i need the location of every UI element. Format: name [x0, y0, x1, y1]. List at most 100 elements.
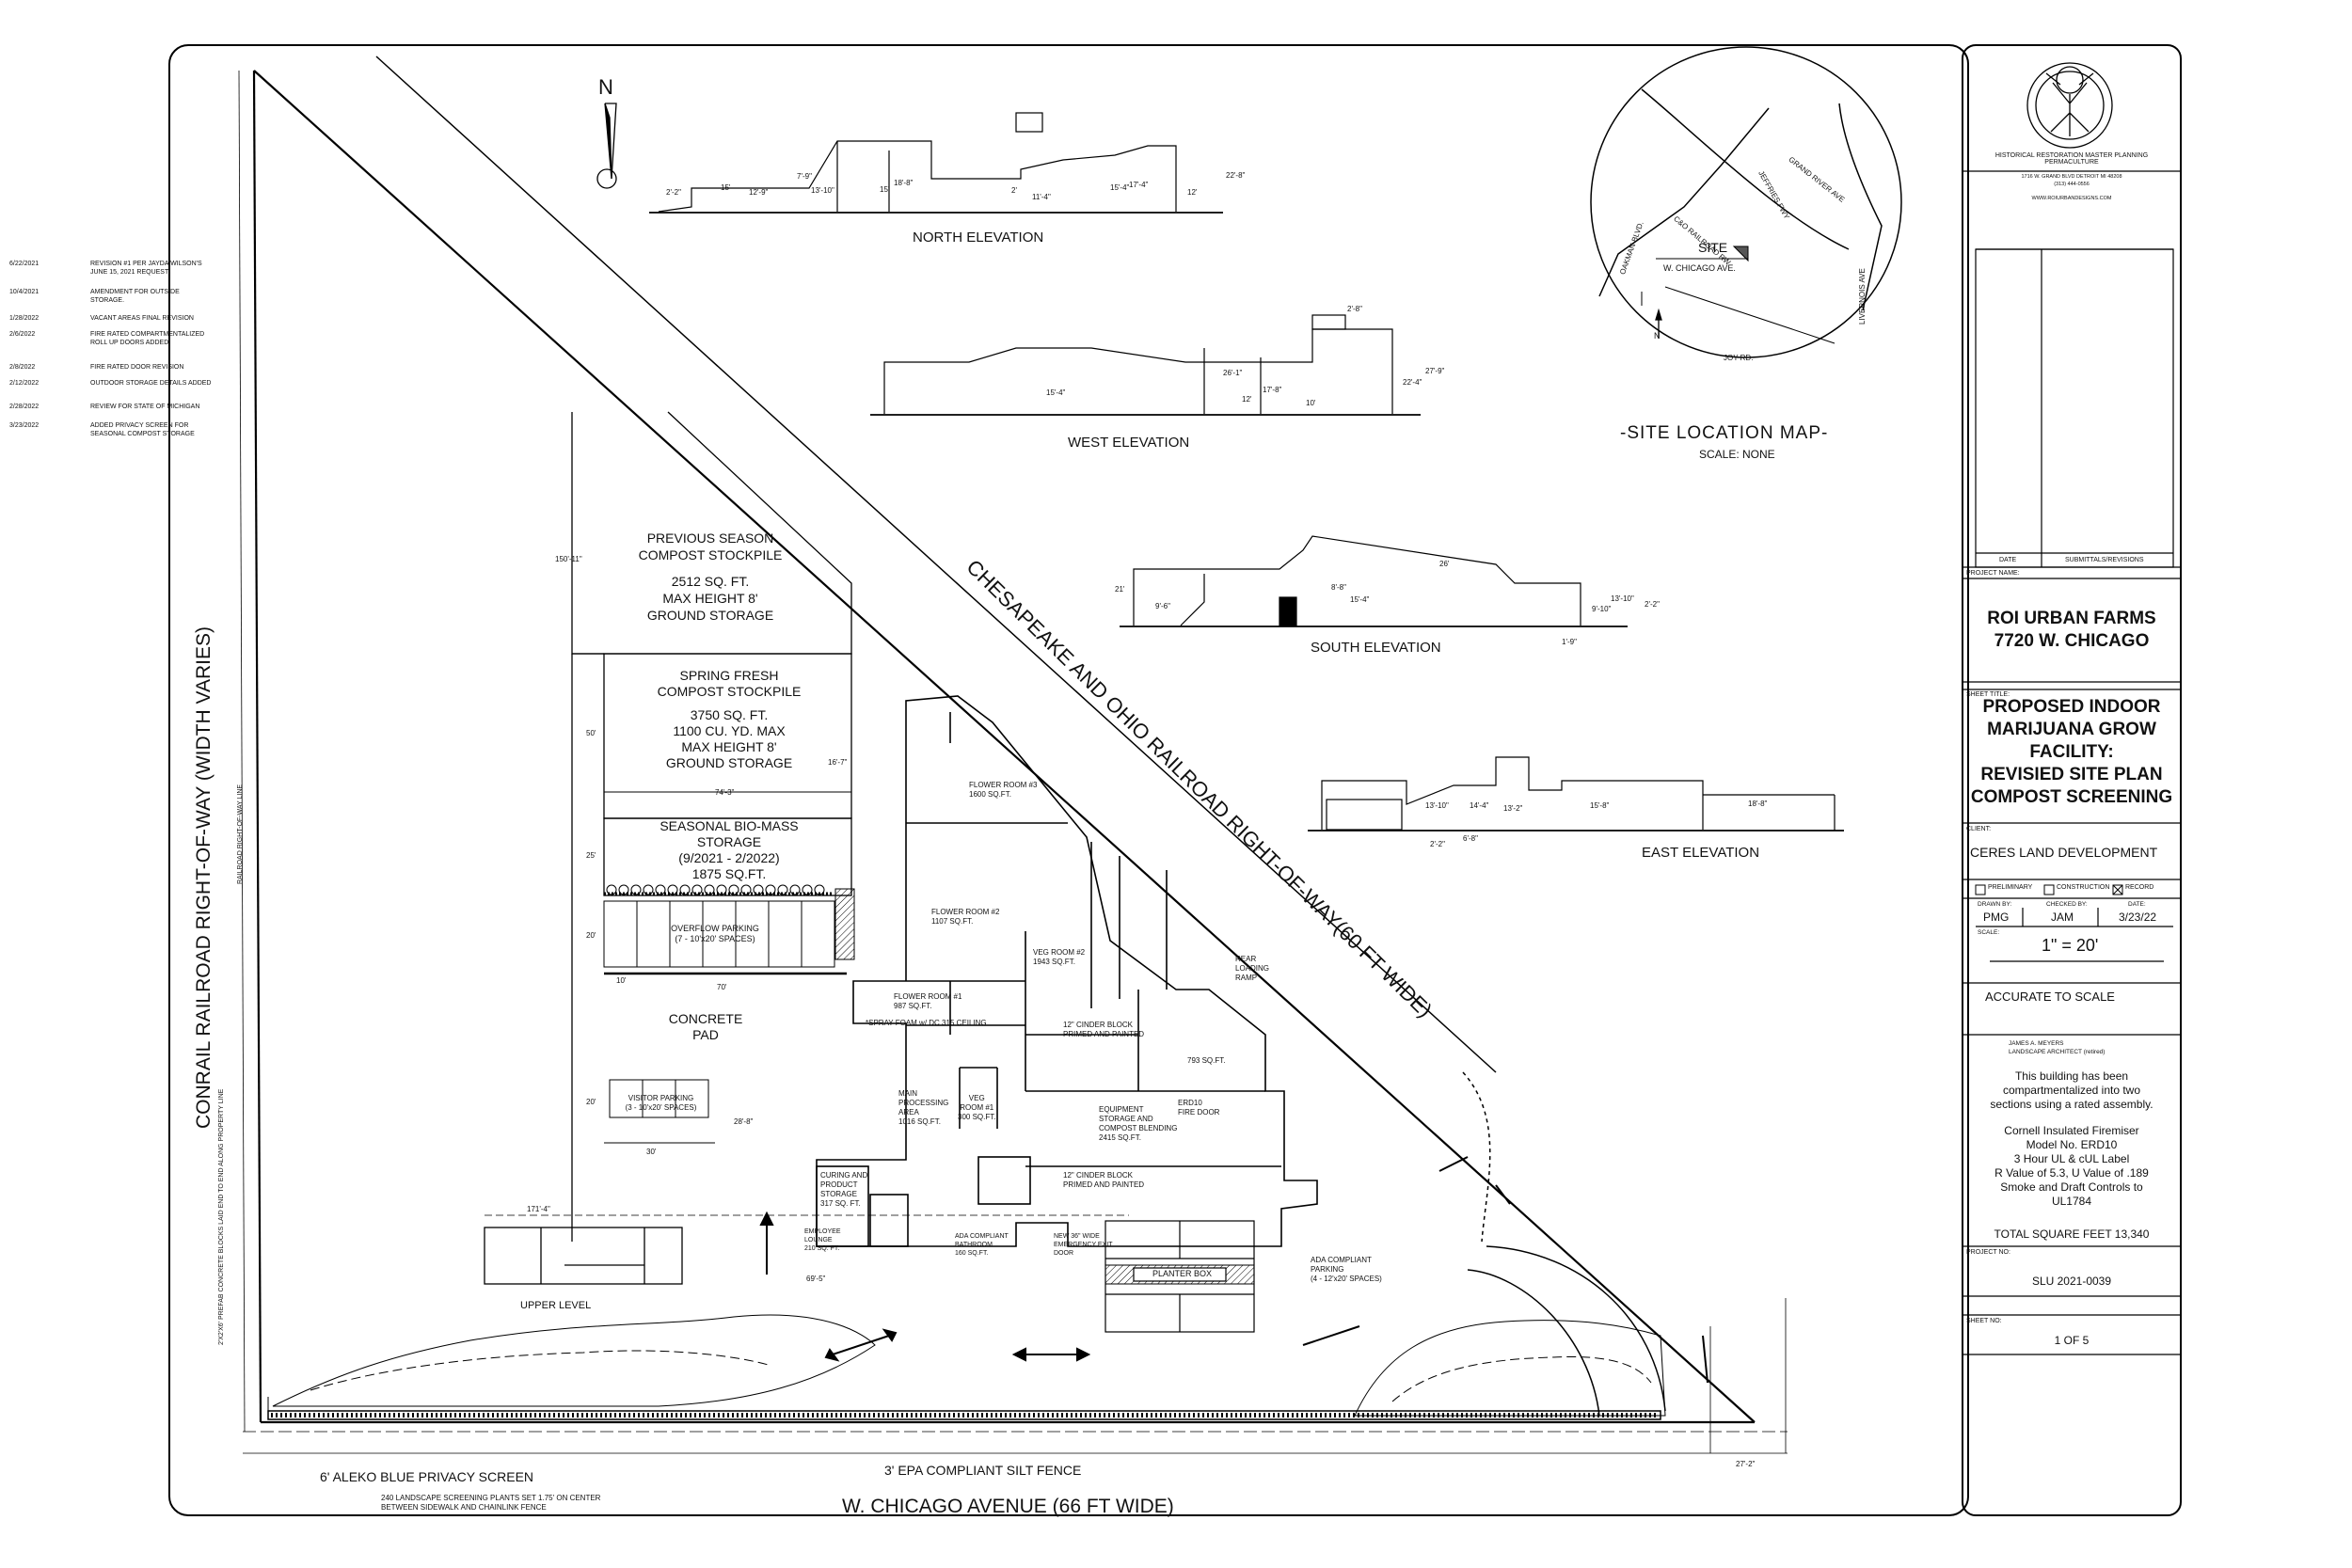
site-map-grand: GRAND RIVER AVE	[1787, 155, 1847, 204]
dim-150: 150'-11"	[555, 555, 582, 563]
record-checkboxes	[1975, 884, 2123, 895]
dim-16: 16'-7"	[828, 758, 848, 767]
firm-phone: (313) 444-0556	[2054, 182, 2090, 187]
revision-date: 2/28/2022	[9, 404, 40, 410]
map-north-arrow-icon	[1655, 308, 1662, 339]
north-elev-dim: 17'-4"	[1129, 181, 1149, 189]
date-label: DATE:	[2128, 901, 2146, 908]
sheet-title-label: SHEET TITLE:	[1966, 691, 2010, 698]
project-no: SLU 2021-0039	[2031, 1275, 2112, 1288]
visitor-parking	[604, 1079, 715, 1144]
revision-date: 1/28/2022	[9, 315, 40, 322]
east-elev-dim: 18'-8"	[1748, 800, 1768, 808]
south-elevation-title: SOUTH ELEVATION	[1311, 640, 1441, 656]
revision-date: 2/12/2022	[9, 380, 40, 387]
dim-27: 27'-2"	[1736, 1460, 1756, 1468]
title-block-rules	[1963, 170, 2181, 1355]
revision-date: 10/4/2021	[9, 289, 40, 295]
north-elev-dim: 2'	[1011, 186, 1017, 195]
sheet-no: 1 OF 5	[2054, 1334, 2090, 1347]
south-elev-dim: 21'	[1115, 585, 1125, 594]
south-elev-dim: 2'-2"	[1645, 600, 1660, 609]
flow-arrows	[759, 1156, 1708, 1384]
dim-70: 70'	[717, 983, 727, 991]
project-no-label: PROJECT NO:	[1966, 1249, 2010, 1256]
ada-parking	[1104, 1220, 1255, 1333]
driveway	[1462, 1071, 1666, 1417]
screening-plants-label-1: 240 LANDSCAPE SCREENING PLANTS SET 1.75'…	[381, 1494, 601, 1502]
revision-date: 2/6/2022	[9, 331, 36, 338]
revision-text: REVIEW FOR STATE OF MICHIGAN	[90, 404, 200, 410]
room-793: 793 SQ.FT.	[1187, 1056, 1226, 1065]
east-elev-dim: 2'-2"	[1430, 840, 1445, 848]
dim-10: 10'	[616, 976, 627, 985]
check-preliminary: PRELIMINARY	[1988, 884, 2033, 891]
site-map-chicago: W. CHICAGO AVE.	[1663, 263, 1736, 273]
south-elev-dim: 13'-10"	[1611, 594, 1634, 603]
site-map-site: SITE	[1698, 240, 1728, 255]
firm-tagline: HISTORICAL RESTORATION MASTER PLANNING P…	[1994, 152, 2149, 166]
west-elev-dim: 15'-4"	[1046, 388, 1066, 397]
sheet-no-label: SHEET NO:	[1966, 1318, 2002, 1324]
accurate-to-scale: ACCURATE TO SCALE	[1985, 990, 2115, 1004]
drawn-by-label: DRAWN BY:	[1978, 901, 2012, 908]
firm-web: WWW.ROIURBANDESIGNS.COM	[2031, 196, 2112, 201]
north-elev-dim: 12'-9"	[749, 188, 769, 197]
north-elev-dim: 22'-8"	[1226, 171, 1246, 180]
west-elev-dim: 26'-1"	[1223, 369, 1243, 377]
north-label: N	[598, 75, 613, 99]
visitor-parking-label: VISITOR PARKING(3 - 10'x20' SPACES)	[625, 1094, 697, 1112]
east-elev-dim: 14'-4"	[1470, 801, 1489, 810]
north-elev-dim: 11'-4"	[1032, 193, 1051, 201]
west-elev-dim: 17'-8"	[1263, 386, 1282, 394]
west-elev-dim: 22'-4"	[1403, 378, 1422, 387]
project-name-label: PROJECT NAME:	[1966, 570, 2020, 577]
revision-text: FIRE RATED COMPARTMENTALIZED ROLL UP DOO…	[90, 331, 205, 346]
rev-date-header: DATE	[1999, 557, 2017, 563]
dim-25: 25'	[586, 851, 596, 860]
dim-30: 30'	[646, 1148, 657, 1156]
check-record: RECORD	[2125, 884, 2154, 891]
drawn-by: PMG	[1983, 911, 2010, 924]
screening-plants-label-2: BETWEEN SIDEWALK AND CHAINLINK FENCE	[381, 1503, 547, 1512]
conrail-label: CONRAIL RAILROAD RIGHT-OF-WAY (WIDTH VAR…	[193, 626, 215, 1129]
drawing-date: 3/23/22	[2119, 911, 2157, 924]
site-map-scale: SCALE: NONE	[1699, 448, 1775, 461]
south-elev-dim: 15'-4"	[1350, 595, 1370, 604]
sheet-border	[168, 44, 1969, 1516]
upper-level-plan	[484, 1227, 683, 1285]
privacy-screen-label: 6' ALEKO BLUE PRIVACY SCREEN	[320, 1469, 534, 1484]
chicago-avenue-label: W. CHICAGO AVENUE (66 FT WIDE)	[842, 1496, 1174, 1517]
retention-basins	[272, 1314, 1666, 1417]
west-elevation-title: WEST ELEVATION	[1068, 435, 1190, 451]
revision-text: FIRE RATED DOOR REVISION	[90, 364, 184, 371]
site-location-map	[1590, 46, 1902, 358]
east-elevation-title: EAST ELEVATION	[1642, 845, 1760, 861]
north-elev-dim: 7'-9"	[797, 172, 812, 181]
south-elev-dim: 9'-10"	[1592, 605, 1612, 613]
biomass-circles	[606, 884, 825, 895]
dim-171: 171'-4"	[527, 1205, 550, 1213]
overflow-parking	[603, 888, 855, 975]
north-elev-dim: 12'	[1187, 188, 1198, 197]
dim-20a: 20'	[586, 931, 596, 940]
checked-by: JAM	[2051, 911, 2074, 924]
upper-level-label: UPPER LEVEL	[520, 1300, 592, 1311]
building-footprint	[816, 695, 1318, 1247]
east-elev-dim: 13'-2"	[1503, 804, 1523, 813]
total-square-feet: TOTAL SQUARE FEET 13,340	[1994, 1227, 2150, 1241]
railroad-line-label: RAILROAD RIGHT-OF-WAY LINE	[237, 784, 244, 884]
